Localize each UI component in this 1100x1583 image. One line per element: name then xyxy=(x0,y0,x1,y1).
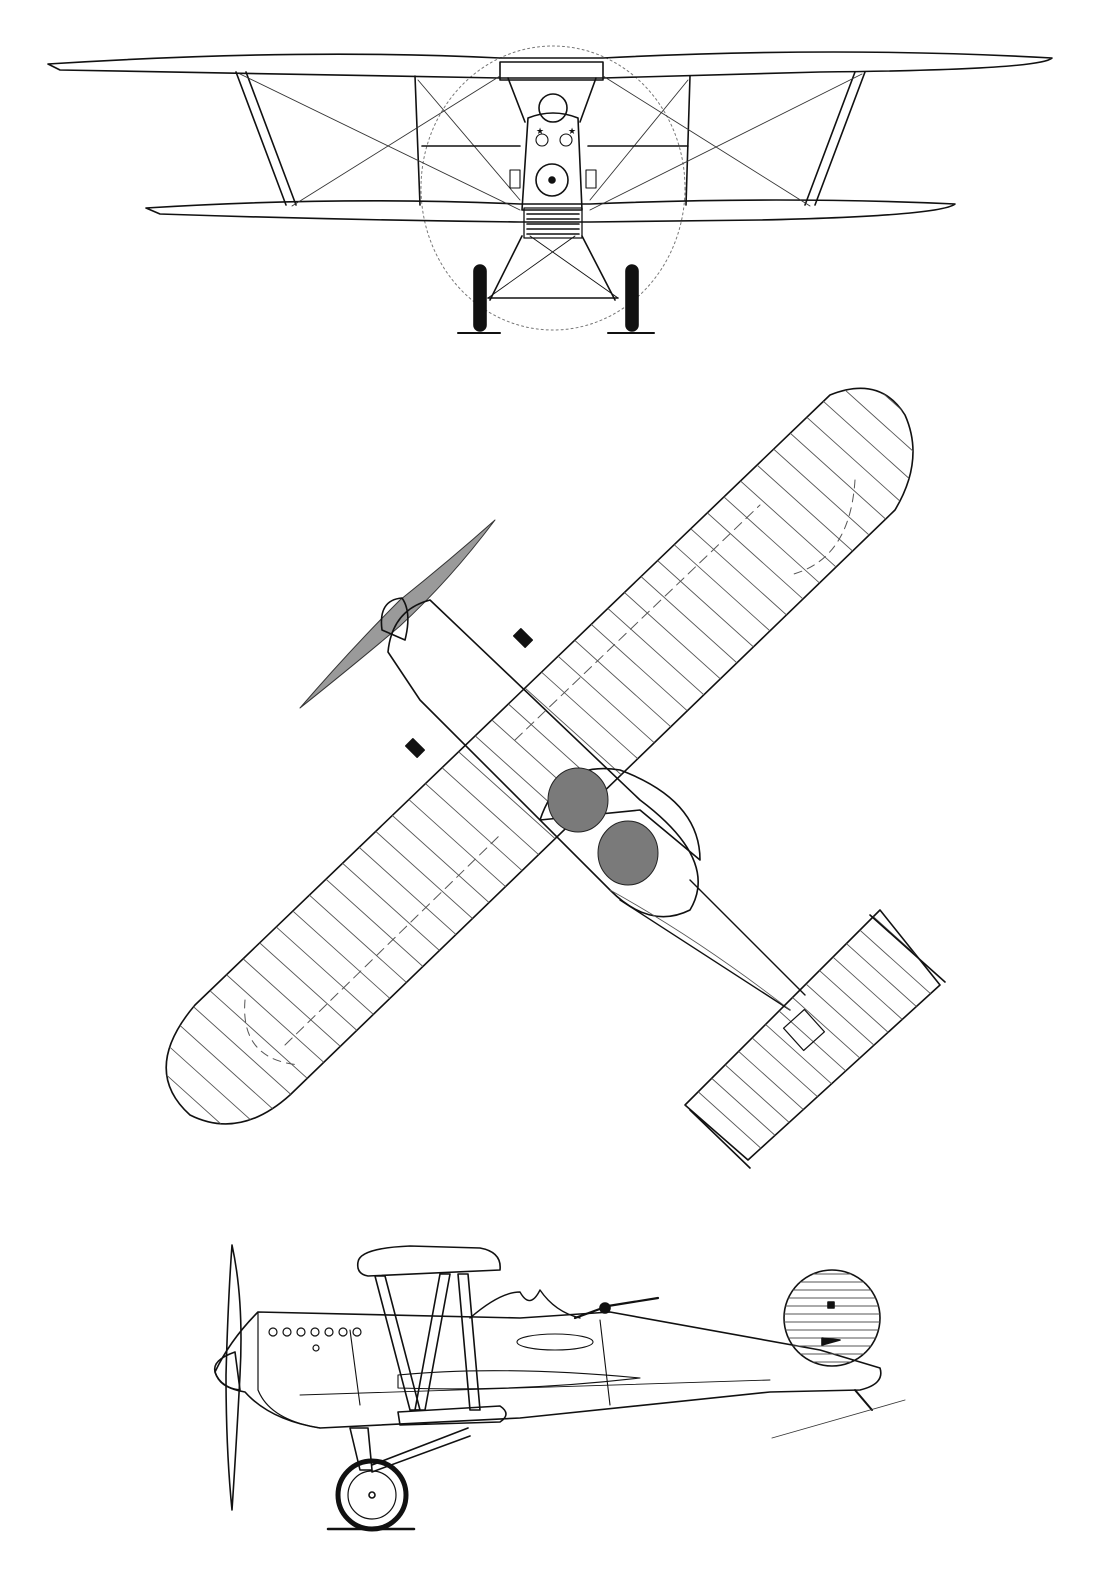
cockpit-shading-front xyxy=(547,767,609,833)
rib-line xyxy=(748,388,913,523)
upper-wing-side xyxy=(356,1245,501,1277)
front-view: ★ ★ xyxy=(47,45,1053,334)
center-section xyxy=(499,61,604,81)
aileron-outline xyxy=(789,479,856,576)
rib-line xyxy=(166,973,298,1124)
fuselage-side xyxy=(214,1311,882,1429)
interplane-struts xyxy=(235,71,866,206)
svg-text:★: ★ xyxy=(568,127,576,137)
propeller-disc xyxy=(420,45,686,331)
svg-text:★: ★ xyxy=(536,127,544,137)
tail-skid xyxy=(854,1389,873,1411)
tail-marking xyxy=(782,1008,826,1052)
flying-wires xyxy=(239,73,863,211)
rear-gun xyxy=(573,1296,660,1320)
lower-wing xyxy=(145,199,956,223)
landing-gear-side xyxy=(326,1427,471,1532)
rib-line xyxy=(685,1036,772,1158)
upper-wing xyxy=(47,51,1053,79)
gun-trough xyxy=(516,1333,594,1351)
radiator xyxy=(523,207,583,239)
fuselage-front xyxy=(521,112,583,211)
right-wheel xyxy=(625,264,639,332)
exhaust-ports xyxy=(268,1327,362,1352)
landing-gear xyxy=(457,235,655,334)
spinner-side xyxy=(213,1351,241,1391)
cockpit-shading-rear xyxy=(597,820,659,886)
rib-line xyxy=(781,388,913,491)
left-wheel xyxy=(473,264,487,332)
lower-wing-side xyxy=(397,1405,507,1426)
rib-line xyxy=(685,1023,786,1145)
propeller-blade xyxy=(299,519,496,709)
propeller-hub xyxy=(535,163,569,197)
spinner xyxy=(380,597,409,641)
cockpit-fairing xyxy=(469,1289,581,1319)
pilot-head xyxy=(538,93,568,123)
rib-line xyxy=(804,910,940,1002)
tail-fin xyxy=(783,1269,881,1367)
rib-line xyxy=(765,388,913,507)
rib-line xyxy=(166,989,281,1124)
top-view xyxy=(165,387,946,1169)
